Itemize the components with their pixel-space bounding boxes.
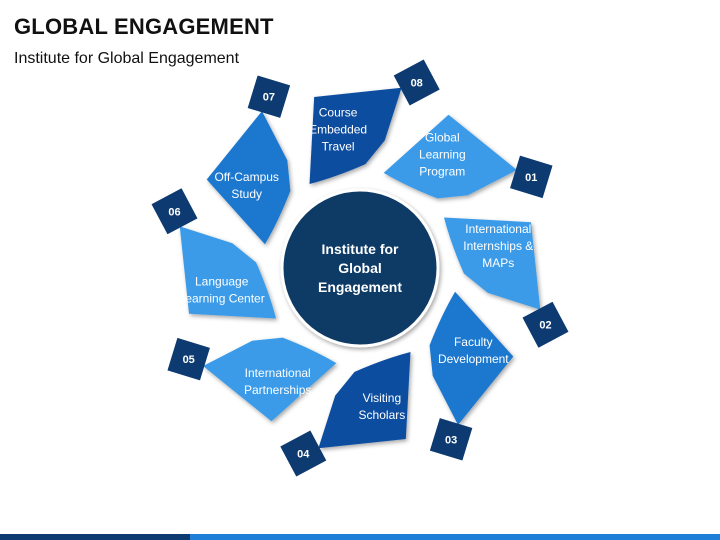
segment-number-07: 07 xyxy=(263,92,275,104)
segment-number-05: 05 xyxy=(183,354,195,366)
number-tab-02 xyxy=(522,301,569,348)
segment-number-02: 02 xyxy=(539,320,551,332)
segment-number-01: 01 xyxy=(525,172,537,184)
segment-shape-01 xyxy=(383,114,517,199)
number-tab-05 xyxy=(167,337,210,381)
segment-number-06: 06 xyxy=(168,206,180,218)
number-tab-07 xyxy=(247,75,291,118)
segment-number-03: 03 xyxy=(445,434,457,446)
segment-shape-05 xyxy=(203,337,337,422)
number-tab-08 xyxy=(393,59,440,106)
segment-shape-02 xyxy=(444,217,541,310)
segment-shape-06 xyxy=(179,226,276,319)
number-tab-01 xyxy=(510,155,553,199)
segment-shape-04 xyxy=(318,352,411,449)
footer-bar-light xyxy=(190,534,720,540)
number-tab-03 xyxy=(429,418,473,461)
page-title: GLOBAL ENGAGEMENT xyxy=(14,14,274,39)
number-tab-06 xyxy=(151,188,198,235)
segment-shape-03 xyxy=(429,291,514,425)
number-tab-04 xyxy=(280,430,327,477)
footer-bar-dark xyxy=(0,534,190,540)
segment-shape-07 xyxy=(206,111,291,245)
page-subtitle: Institute for Global Engagement xyxy=(14,50,240,67)
center-circle xyxy=(280,188,440,348)
footer-bar xyxy=(0,534,720,540)
segment-number-08: 08 xyxy=(411,78,423,90)
segment-shape-08 xyxy=(309,87,402,184)
segment-number-04: 04 xyxy=(297,449,310,461)
